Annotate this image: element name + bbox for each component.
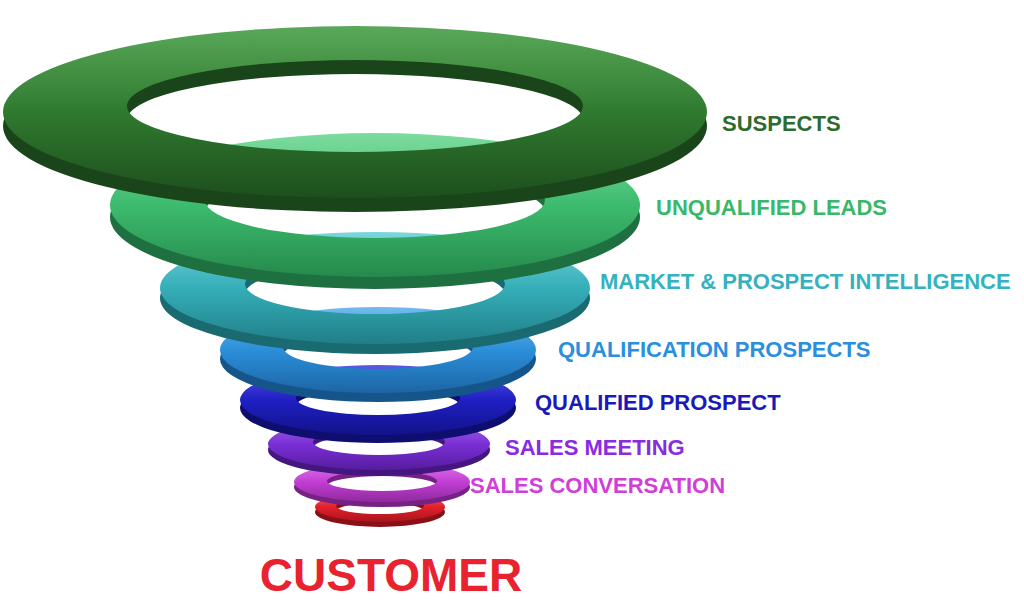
funnel-ring [3, 26, 707, 198]
stage-label: SALES CONVERSATION [470, 474, 725, 498]
stage-label: SUSPECTS [722, 112, 841, 136]
stage-label: QUALIFIED PROSPECT [535, 391, 781, 415]
result-label: CUSTOMER [260, 550, 522, 601]
stage-label: MARKET & PROSPECT INTELLIGENCE [600, 270, 1011, 294]
stage-label: SALES MEETING [505, 436, 685, 460]
stage-label: QUALIFICATION PROSPECTS [558, 338, 871, 362]
stage-label: UNQUALIFIED LEADS [656, 196, 887, 220]
